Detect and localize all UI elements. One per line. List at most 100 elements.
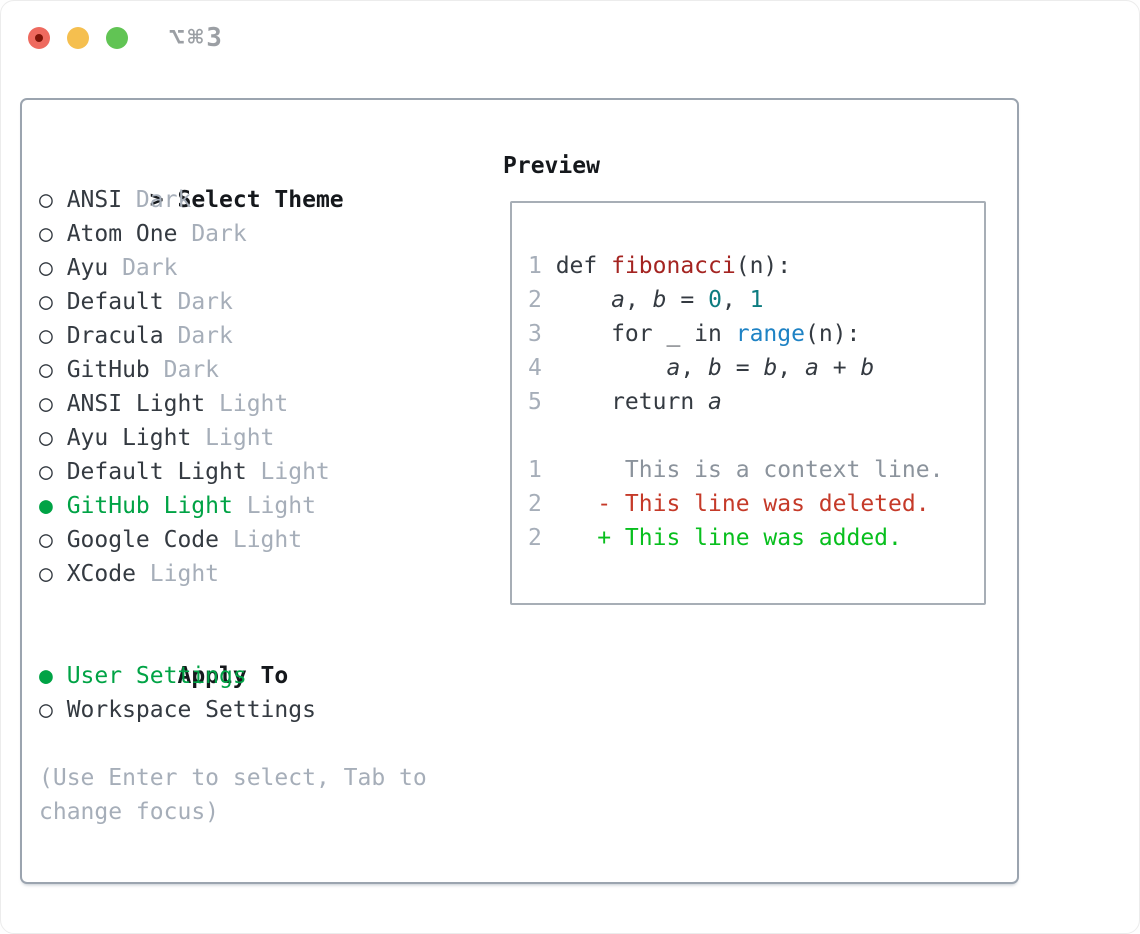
code-token: , <box>680 355 709 381</box>
theme-name: Ayu Light <box>66 425 192 451</box>
line-number: 5 <box>528 389 542 415</box>
code-token: (n): <box>735 253 792 279</box>
radio-icon: ○ <box>39 323 53 349</box>
theme-option-github[interactable]: ○ GitHub Dark <box>39 353 489 387</box>
radio-icon: ○ <box>39 527 53 553</box>
code-token: b <box>763 355 778 381</box>
theme-name: ANSI Light <box>66 391 206 417</box>
code-token: , <box>721 287 750 313</box>
code-token <box>542 287 611 313</box>
theme-variant: Dark <box>163 357 220 383</box>
radio-icon: ○ <box>39 357 53 383</box>
diff-text: This is a context line. <box>541 457 944 483</box>
zoom-button[interactable] <box>106 27 128 49</box>
code-line: 5 return a <box>528 385 984 419</box>
code-token: (n): <box>804 321 861 347</box>
code-token: def <box>541 253 612 279</box>
code-token: b <box>708 355 722 381</box>
code-line: 1 def fibonacci(n): <box>528 249 984 283</box>
radio-icon: ○ <box>39 561 53 587</box>
theme-name: XCode <box>66 561 136 587</box>
line-number: 1 <box>528 457 542 483</box>
minimize-button[interactable] <box>67 27 89 49</box>
theme-name: GitHub <box>66 357 150 383</box>
code-token: b <box>652 287 667 313</box>
spacer <box>39 727 489 761</box>
line-number: 1 <box>528 253 542 279</box>
theme-name: Ayu <box>66 255 109 281</box>
line-number: 2 <box>528 525 542 551</box>
select-theme-header: >Select Theme <box>39 149 489 213</box>
theme-name: Default <box>66 289 164 315</box>
code-token: = <box>721 355 764 381</box>
close-button[interactable] <box>28 27 50 49</box>
apply-option-user-settings[interactable]: ● User Settings <box>39 659 489 693</box>
radio-icon: ○ <box>39 221 53 247</box>
radio-selected-icon: ● <box>39 493 53 519</box>
theme-variant: Dark <box>122 255 178 281</box>
theme-variant: Light <box>260 459 330 485</box>
apply-to-header: Apply To <box>39 625 489 689</box>
code-token: a <box>666 355 681 381</box>
preview-header: Preview <box>503 153 600 179</box>
radio-icon: ○ <box>39 391 53 417</box>
apply-option-label: Workspace Settings <box>66 697 316 723</box>
theme-option-atom-one[interactable]: ○ Atom One Dark <box>39 217 489 251</box>
cursor-prefix-icon: > <box>149 187 164 213</box>
apply-option-workspace-settings[interactable]: ○ Workspace Settings <box>39 693 489 727</box>
code-token: for _ in <box>541 321 736 347</box>
theme-name: Default Light <box>66 459 247 485</box>
code-token: = <box>666 287 709 313</box>
line-number: 2 <box>528 491 542 517</box>
titlebar: ⌥⌘3 <box>1 1 1139 75</box>
blank-code-line <box>528 419 984 453</box>
diff-line-added: 2 + This line was added. <box>528 521 984 555</box>
code-token: return <box>541 389 709 415</box>
radio-selected-icon: ● <box>39 663 53 689</box>
code-token: , <box>777 355 805 381</box>
code-token: 1 <box>749 287 764 313</box>
code-token: range <box>735 321 805 347</box>
apply-option-label: User Settings <box>66 663 247 689</box>
theme-variant: Light <box>149 561 220 587</box>
code-line: 3 for _ in range(n): <box>528 317 984 351</box>
apply-to-header-label: Apply To <box>177 663 289 689</box>
radio-icon: ○ <box>39 289 53 315</box>
code-token <box>542 355 667 381</box>
code-token: 0 <box>708 287 722 313</box>
code-token: , <box>624 287 653 313</box>
code-token: a <box>708 389 722 415</box>
close-dot-icon <box>35 34 43 42</box>
code-token: a <box>611 287 625 313</box>
theme-variant: Light <box>246 493 316 519</box>
theme-option-xcode[interactable]: ○ XCode Light <box>39 557 489 591</box>
theme-variant: Light <box>232 527 303 553</box>
theme-name: Dracula <box>66 323 164 349</box>
help-text: (Use Enter to select, Tab to change focu… <box>39 765 427 825</box>
diff-text: + This line was added. <box>541 525 902 551</box>
radio-icon: ○ <box>39 425 53 451</box>
code-token: fibonacci <box>611 253 736 279</box>
apply-to-list: ● User Settings ○ Workspace Settings <box>39 659 489 727</box>
theme-option-ayu-light[interactable]: ○ Ayu Light Light <box>39 421 489 455</box>
theme-variant: Light <box>205 425 275 451</box>
code-line: 4 a, b = b, a + b <box>528 351 984 385</box>
radio-icon: ○ <box>39 187 53 213</box>
theme-name: Atom One <box>66 221 178 247</box>
radio-icon: ○ <box>39 697 53 723</box>
theme-variant: Dark <box>191 221 247 247</box>
code-token: + <box>818 355 861 381</box>
theme-variant: Dark <box>135 187 192 213</box>
